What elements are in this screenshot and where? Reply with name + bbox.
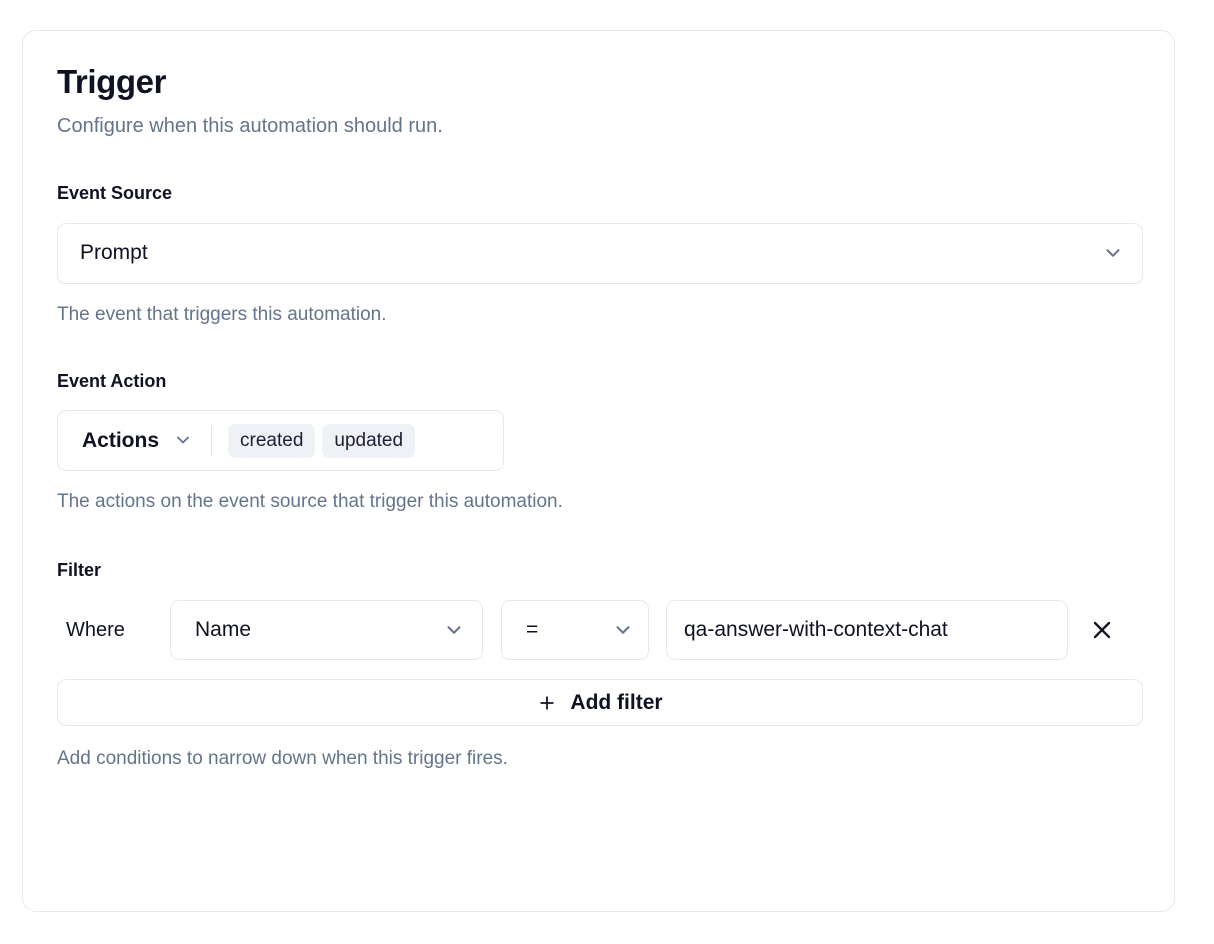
event-action-label: Event Action [57,370,167,391]
status-badge[interactable]: created [228,423,316,458]
filter-section: Filter Where Name = [57,559,1143,772]
filter-field-value: Name [195,618,252,642]
filter-row: Where Name = [57,600,1140,661]
event-source-section: Event Source Prompt The event that trigg… [57,183,1143,327]
filter-operator-value: = [526,618,539,642]
event-source-helper: The event that triggers this automation. [57,303,387,325]
close-icon [1090,618,1114,642]
remove-filter-button[interactable] [1084,612,1120,648]
filter-value-input[interactable] [666,600,1068,661]
event-source-label: Event Source [57,183,173,204]
vertical-divider [211,425,213,456]
filter-operator-select[interactable]: = [501,600,649,661]
trigger-card: Trigger Configure when this automation s… [22,30,1175,912]
event-action-helper: The actions on the event source that tri… [57,491,563,513]
chevron-down-icon [612,619,634,641]
status-badge[interactable]: updated [322,423,416,458]
where-label: Where [66,618,125,641]
event-action-badges: created updated [228,423,416,458]
chevron-down-icon [1102,242,1124,264]
event-action-dropdown-label[interactable]: Actions [82,428,160,452]
add-filter-button[interactable]: Add filter [57,679,1143,727]
filter-label: Filter [57,559,102,580]
chevron-down-icon[interactable] [173,430,195,452]
add-filter-label: Add filter [570,690,663,714]
event-action-section: Event Action Actions created updated The… [57,371,1140,515]
filter-helper: Add conditions to narrow down when this … [57,748,508,770]
event-source-value: Prompt [80,241,148,265]
event-source-select[interactable]: Prompt [57,222,1143,284]
filter-field-select[interactable]: Name [170,600,483,661]
plus-icon [537,693,557,713]
page-title: Trigger [57,63,167,100]
card-subtitle: Configure when this automation should ru… [57,115,443,138]
chevron-down-icon [443,619,465,641]
event-action-control: Actions created updated [57,410,504,472]
